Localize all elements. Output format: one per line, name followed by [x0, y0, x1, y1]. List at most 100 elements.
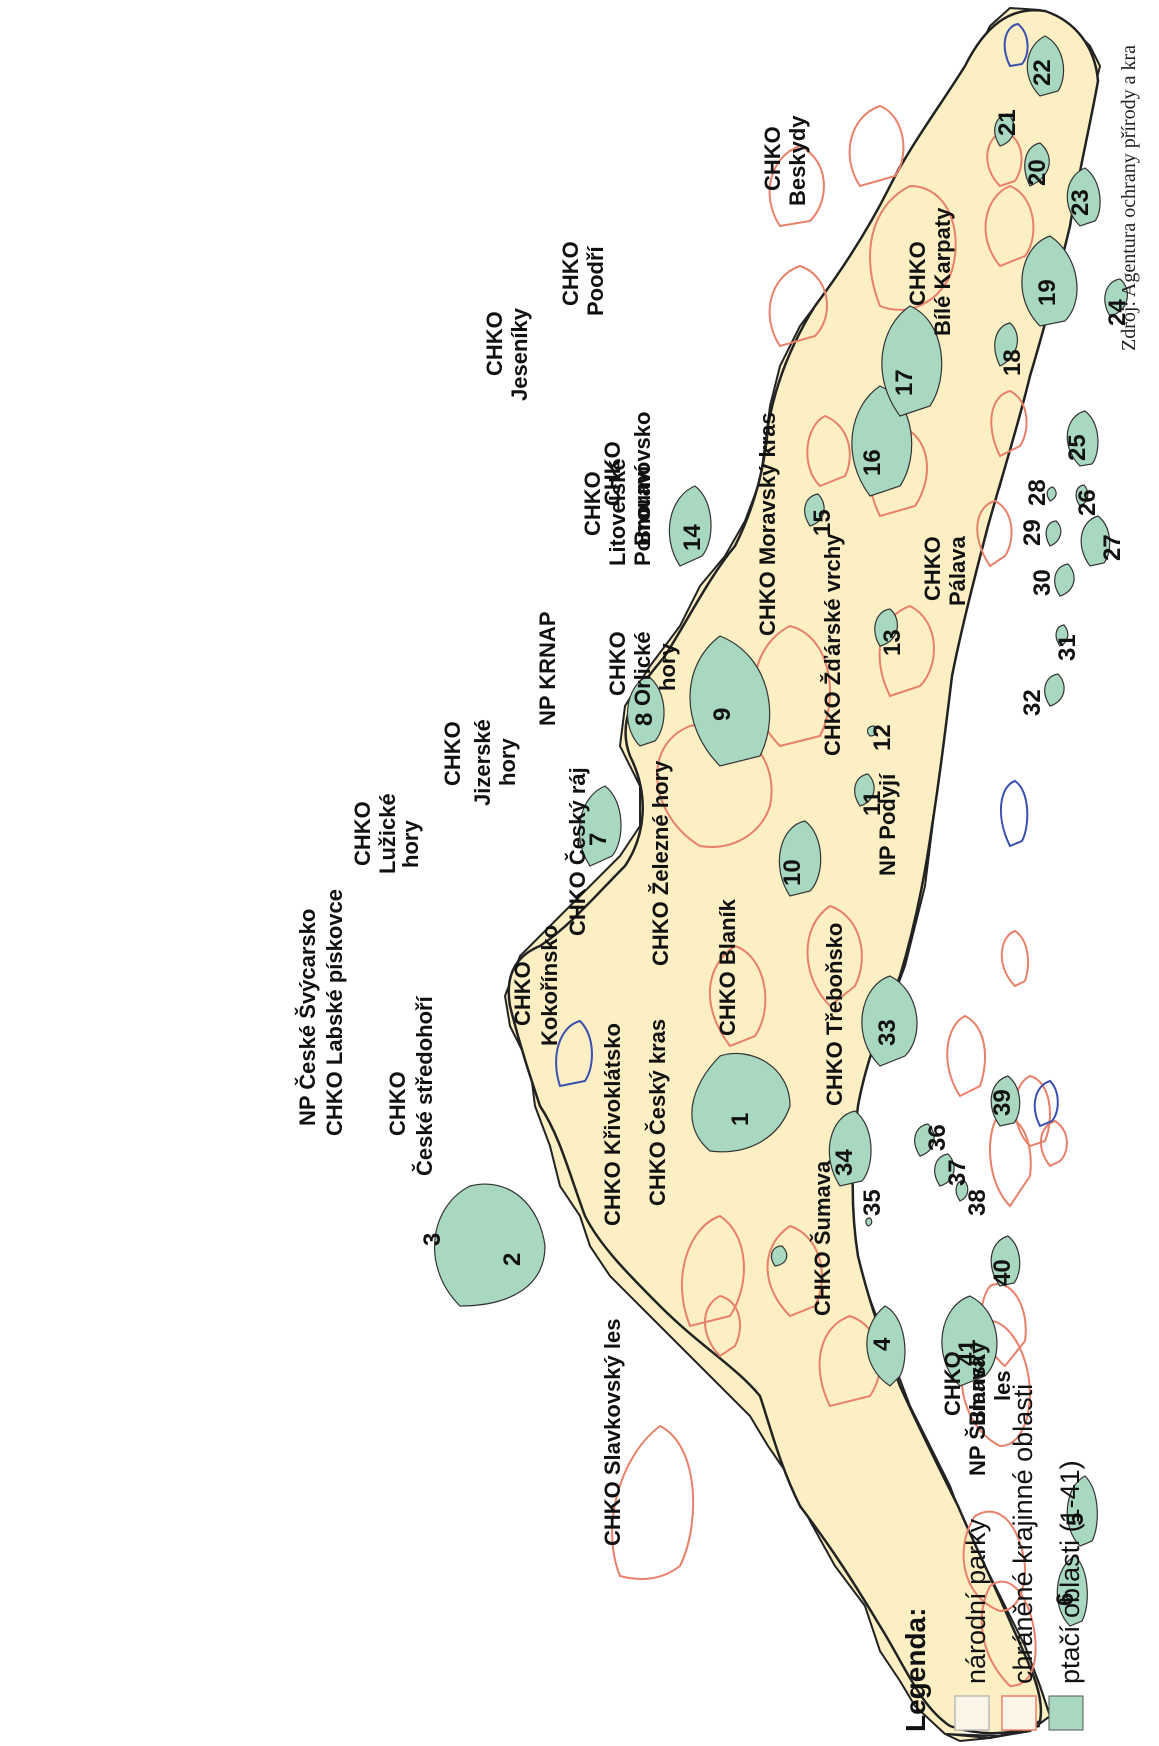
bird-number-14: 14 [679, 524, 706, 551]
bird-number-35: 35 [859, 1189, 886, 1216]
bird-number-15: 15 [809, 509, 836, 536]
bird-area-28 [1046, 486, 1057, 502]
label-chko-bile-karpaty-1: CHKO [905, 241, 930, 306]
label-chko-litovelske-1: CHKO [580, 471, 605, 536]
label-chko-broumovsko-1: CHKO [600, 441, 625, 506]
label-chko-beskydy-2: Beskydy [785, 115, 810, 206]
area-labels: CHKO Broumovsko NP KRNAP CHKO Jizerské h… [295, 115, 1015, 1546]
label-chko-poodri-1: CHKO [558, 241, 583, 306]
bird-area-11 [854, 773, 875, 807]
bird-number-21: 21 [994, 109, 1021, 136]
bird-area-32 [1044, 673, 1065, 707]
label-chko-luzicke-2: Lužické [375, 793, 400, 874]
bird-area-2 [434, 1183, 546, 1307]
bird-number-17: 17 [891, 369, 918, 396]
legend: Legenda: národní parky chráněné krajinné… [900, 1384, 1085, 1732]
label-chko-jeseniky-2: Jeseníky [507, 307, 532, 401]
source-note: Zdroj: Agentura ochrany přírody a kra [1118, 45, 1140, 351]
label-np-sumava: NP Šumava [965, 1355, 990, 1476]
bird-area-40 [990, 1235, 1021, 1287]
label-chko-blanik: CHKO Blaník [715, 898, 740, 1036]
bird-area-4 [866, 1305, 906, 1387]
bird-area-39 [990, 1075, 1021, 1127]
bird-number-25: 25 [1064, 434, 1091, 461]
bird-area-8 [626, 675, 665, 747]
bird-number-4: 4 [869, 1337, 896, 1351]
bird-area-23 [1066, 167, 1101, 227]
bird-number-24: 24 [1104, 299, 1131, 326]
bird-area-15 [804, 493, 825, 527]
bird-area-29 [1045, 520, 1062, 547]
bird-number-33: 33 [874, 1019, 901, 1046]
bird-number-11: 11 [859, 791, 886, 816]
label-chko-beskydy-1: CHKO [760, 126, 785, 191]
bird-area-3 [770, 1245, 788, 1267]
label-chko-labske: CHKO Labské pískovce [322, 889, 347, 1136]
bird-number-20: 20 [1024, 159, 1051, 186]
bird-number-29: 29 [1019, 519, 1046, 546]
bird-number-30: 30 [1029, 569, 1056, 596]
bird-area-5 [1066, 1475, 1098, 1547]
bird-number-38: 38 [964, 1189, 991, 1216]
legend-title: Legenda: [900, 1608, 931, 1732]
bird-area-34 [828, 1110, 872, 1187]
label-chko-jizerske-3: hory [495, 738, 520, 786]
label-chko-blansky-3: les [990, 1370, 1015, 1401]
label-chko-zelezne: CHKO Železné hory [648, 760, 673, 966]
bird-number-32: 32 [1019, 689, 1046, 716]
label-chko-kokorinsko-2: Kokořínsko [537, 925, 562, 1046]
label-chko-palava-1: CHKO [920, 536, 945, 601]
bird-number-23: 23 [1067, 189, 1094, 216]
label-chko-trebonsko: CHKO Třeboňsko [822, 923, 847, 1106]
bird-area-25 [1066, 410, 1099, 467]
bird-area-24 [1104, 278, 1128, 317]
label-chko-cesky-raj: CHKO Český ráj [565, 767, 590, 936]
label-np-podyji: NP Podyjí [875, 773, 900, 876]
bird-area-36 [914, 1123, 935, 1157]
legend-label-chko: chráněné krajinné oblasti [1008, 1384, 1038, 1684]
bird-number-5: 5 [1062, 1513, 1089, 1526]
country-north-boundary [944, 1645, 1052, 1740]
bird-area-19 [1021, 235, 1078, 327]
bird-area-12 [866, 725, 877, 737]
bird-area-17 [881, 305, 943, 417]
label-chko-litovelske-2: Litovelské [605, 458, 630, 566]
bird-area-21 [994, 113, 1015, 147]
bird-number-10: 10 [779, 859, 806, 886]
bird-number-39: 39 [989, 1089, 1016, 1116]
label-np-krnap: NP KRNAP [535, 611, 560, 726]
bird-area-13 [874, 608, 898, 647]
bird-number-18: 18 [999, 349, 1026, 376]
bird-number-28: 28 [1024, 479, 1051, 506]
bird-area-38 [955, 1179, 969, 1202]
label-chko-litovelske-3: Pomoraví [630, 465, 655, 566]
bird-area-14 [668, 485, 712, 567]
label-chko-jeseniky-1: CHKO [482, 311, 507, 376]
bird-number-27: 27 [1099, 534, 1126, 561]
bird-area-6 [1056, 1555, 1088, 1627]
label-chko-orlicke-3: hory [655, 643, 680, 691]
label-chko-luzicke-1: CHKO [350, 801, 375, 866]
label-chko-kokorinsko-1: CHKO [510, 961, 535, 1026]
bird-area-35 [865, 1217, 873, 1227]
bird-number-41: 41 [954, 1339, 981, 1366]
bird-area-37 [934, 1153, 955, 1187]
label-chko-jizerske-2: Jizerské [470, 719, 495, 806]
bird-area-30 [1054, 563, 1075, 597]
label-chko-bile-karpaty-2: Bílé Karpaty [930, 207, 955, 336]
label-chko-krivoklatsko: CHKO Křivoklátsko [600, 1023, 625, 1226]
bird-area-10 [778, 820, 822, 897]
np-boundaries [555, 22, 1059, 1128]
legend-swatch-bird [1048, 1695, 1084, 1731]
bird-number-19: 19 [1034, 279, 1061, 306]
bird-area-16 [851, 385, 913, 497]
label-chko-cesky-kras: CHKO Český kras [645, 1019, 670, 1206]
bird-area-1 [691, 1052, 791, 1153]
label-chko-ceske-stredohori-2: České středohoří [412, 995, 437, 1176]
bird-number-9: 9 [709, 708, 736, 721]
bird-number-2: 2 [499, 1253, 526, 1266]
bird-area-20 [1024, 142, 1050, 187]
bird-area-41 [941, 1295, 998, 1387]
bird-area-27 [1080, 515, 1111, 567]
